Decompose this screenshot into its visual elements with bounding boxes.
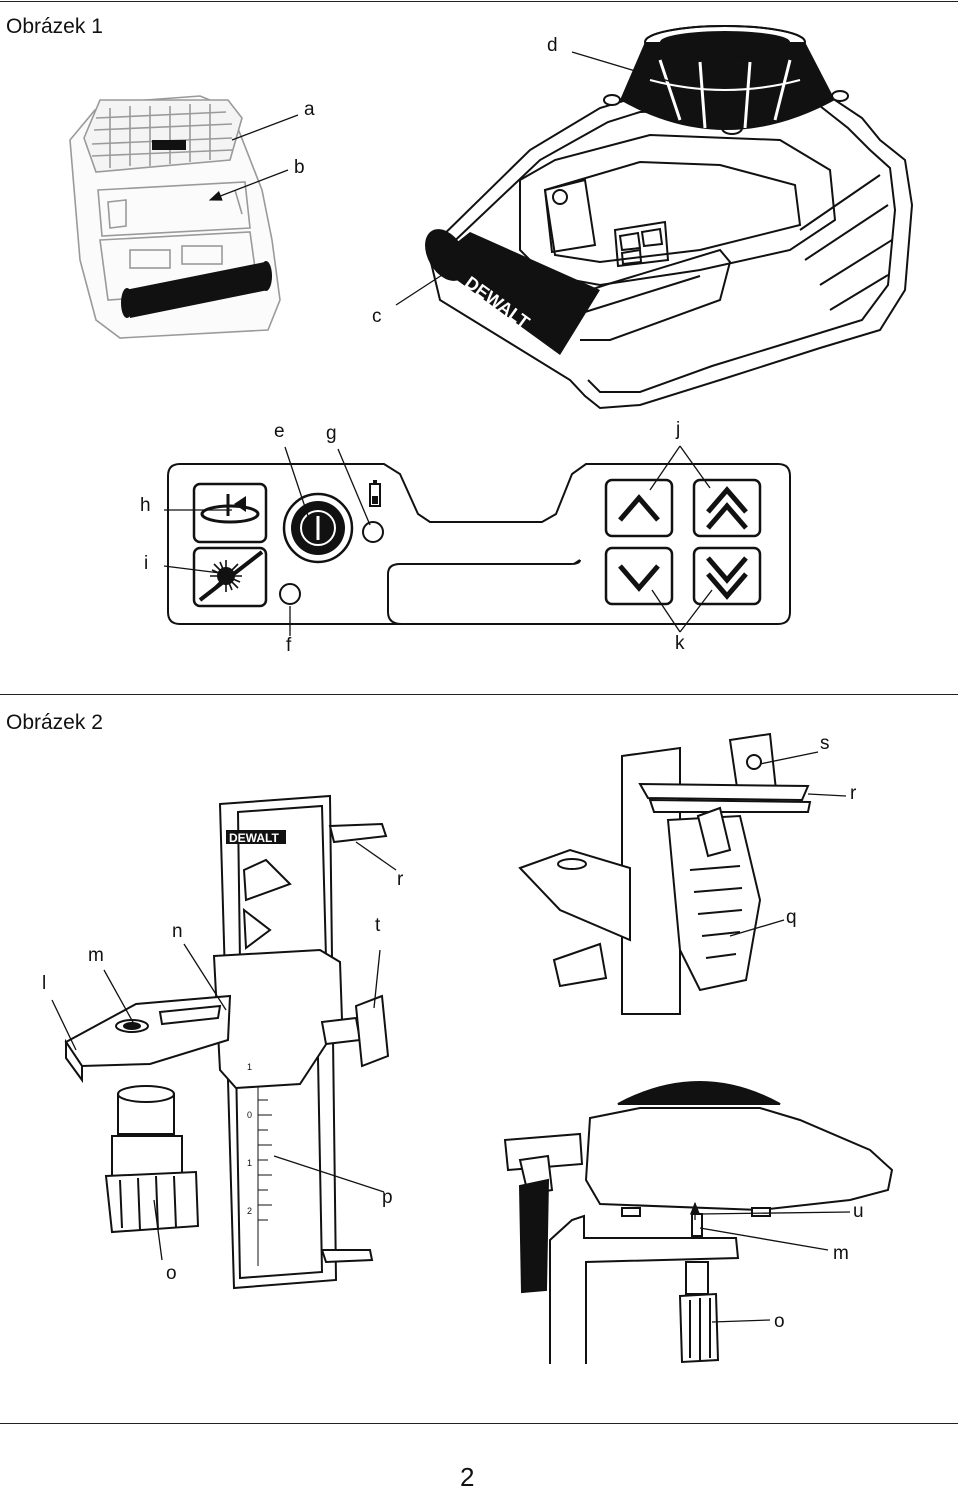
laser-led [279,583,301,605]
figure2-title: Obrázek 2 [6,711,103,734]
scan-mode-icon [200,494,260,524]
lid-label-bar [152,140,186,150]
callout-m-2: m [833,1243,849,1264]
fig2-leader-lines [51,751,851,1323]
callout-b: b [294,157,305,178]
bottom-rule [0,1423,958,1424]
callout-r-2: r [850,783,857,804]
callout-j: j [676,419,681,440]
power-button[interactable] [282,492,354,564]
fig1-leader-lines [163,51,713,636]
callout-o: o [166,1263,177,1284]
down-button[interactable] [604,546,674,606]
callout-i: i [144,553,149,574]
top-rule [0,1,958,2]
chevron-down-icon [618,564,660,592]
callout-n: n [172,921,183,942]
callout-c: c [372,306,382,327]
svg-text:0: 0 [247,1110,252,1120]
callout-p: p [382,1187,393,1208]
control-panel [167,463,791,625]
svg-text:1: 1 [247,1158,252,1168]
wall-mount-illustration [64,794,390,1290]
brand-plate-2 [226,830,286,844]
chevron-up-icon [618,494,660,522]
callout-f: f [286,635,292,656]
svg-text:2: 2 [247,1206,252,1216]
callout-s: s [820,733,830,754]
callout-k: k [675,633,685,654]
section-divider [0,694,958,695]
callout-l: l [42,973,47,994]
laser-off-icon [198,550,264,602]
callout-e: e [274,421,285,442]
laser-on-mount-illustration [503,1081,894,1364]
callout-t: t [375,915,381,936]
battery-led [362,521,384,543]
callout-a: a [304,99,315,120]
callout-r: r [397,869,404,890]
callout-h: h [140,495,151,516]
page-number: 2 [460,1462,475,1492]
laser-toggle-button[interactable] [192,546,268,608]
callout-m: m [88,945,104,966]
handle-grip-1 [121,261,272,318]
callout-u: u [853,1201,864,1222]
scale-labels: 1 0 1 2 [247,1062,252,1216]
callout-q: q [786,907,797,928]
svg-text:1: 1 [247,1062,252,1072]
double-down-button[interactable] [692,546,762,606]
scan-mode-button[interactable] [192,482,268,544]
callout-d: d [547,35,558,56]
brand-label-mount: DEWALT [229,831,279,845]
power-button-icon [300,510,336,546]
clamp-closeup-illustration [518,732,812,1015]
figure1-title: Obrázek 1 [6,15,103,38]
battery-icon [369,480,381,507]
callout-g: g [326,423,337,444]
rotating-head-illustration [620,25,835,130]
double-up-button[interactable] [692,478,762,538]
double-chevron-up-icon [706,486,748,530]
up-button[interactable] [604,478,674,538]
double-chevron-down-icon [706,556,748,600]
callout-o-2: o [774,1311,785,1332]
